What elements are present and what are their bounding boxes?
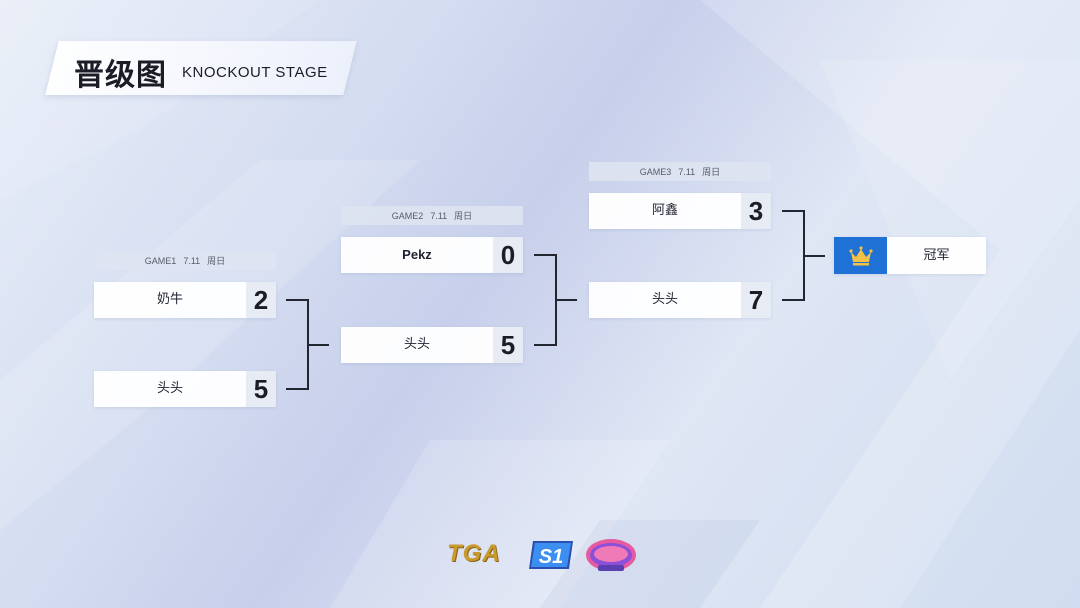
team-name: 头头: [403, 337, 430, 352]
game3-team2[interactable]: 头头 7: [589, 282, 771, 318]
team-name: 奶牛: [156, 292, 183, 307]
game1-date: 7.11: [183, 255, 201, 266]
bracket-line: [782, 210, 804, 212]
bracket-line: [782, 299, 804, 301]
game-logo: [586, 539, 636, 571]
game1-day: 周日: [207, 256, 226, 266]
team-name: Pekz: [402, 247, 432, 262]
bracket-line: [286, 299, 308, 301]
game2-date: 7.11: [430, 210, 448, 221]
game2-header: GAME2 7.11 周日: [341, 206, 523, 225]
game3-date: 7.11: [678, 166, 696, 177]
team-name: 阿鑫: [651, 203, 678, 218]
page-subtitle: KNOCKOUT STAGE: [182, 64, 328, 81]
champion-label: 冠军: [923, 248, 950, 263]
tga-logo: TGA: [447, 540, 501, 567]
game3-day: 周日: [702, 167, 721, 177]
game3-header: GAME3 7.11 周日: [589, 162, 771, 181]
bracket-line: [534, 344, 556, 346]
bracket-line: [286, 388, 308, 390]
team-score: 2: [246, 282, 276, 318]
bracket-line: [307, 344, 329, 346]
game2-label: GAME2: [391, 210, 424, 221]
game2-team2[interactable]: 头头 5: [341, 327, 523, 363]
page-title: 晋级图: [74, 58, 167, 93]
game1-team1[interactable]: 奶牛 2: [94, 282, 276, 318]
team-name: 头头: [651, 292, 678, 307]
team-score: 5: [493, 327, 523, 363]
game1-team2[interactable]: 头头 5: [94, 371, 276, 407]
champion-box[interactable]: 冠军: [834, 237, 986, 274]
game1-label: GAME1: [144, 255, 177, 266]
bracket-line: [803, 255, 825, 257]
game2-team1[interactable]: Pekz 0: [341, 237, 523, 273]
bracket-line: [534, 254, 556, 256]
svg-text:S1: S1: [539, 546, 563, 568]
team-name: 头头: [156, 381, 183, 396]
team-score: 5: [246, 371, 276, 407]
game3-label: GAME3: [639, 166, 672, 177]
team-score: 3: [741, 193, 771, 229]
team-score: 7: [741, 282, 771, 318]
s1-logo: S1: [529, 541, 573, 569]
team-score: 0: [493, 237, 523, 273]
bracket-line: [555, 299, 577, 301]
crown-icon: [848, 245, 873, 265]
game1-header: GAME1 7.11 周日: [94, 251, 276, 270]
game3-team1[interactable]: 阿鑫 3: [589, 193, 771, 229]
game2-day: 周日: [454, 211, 473, 221]
crown-cell: [834, 237, 887, 274]
